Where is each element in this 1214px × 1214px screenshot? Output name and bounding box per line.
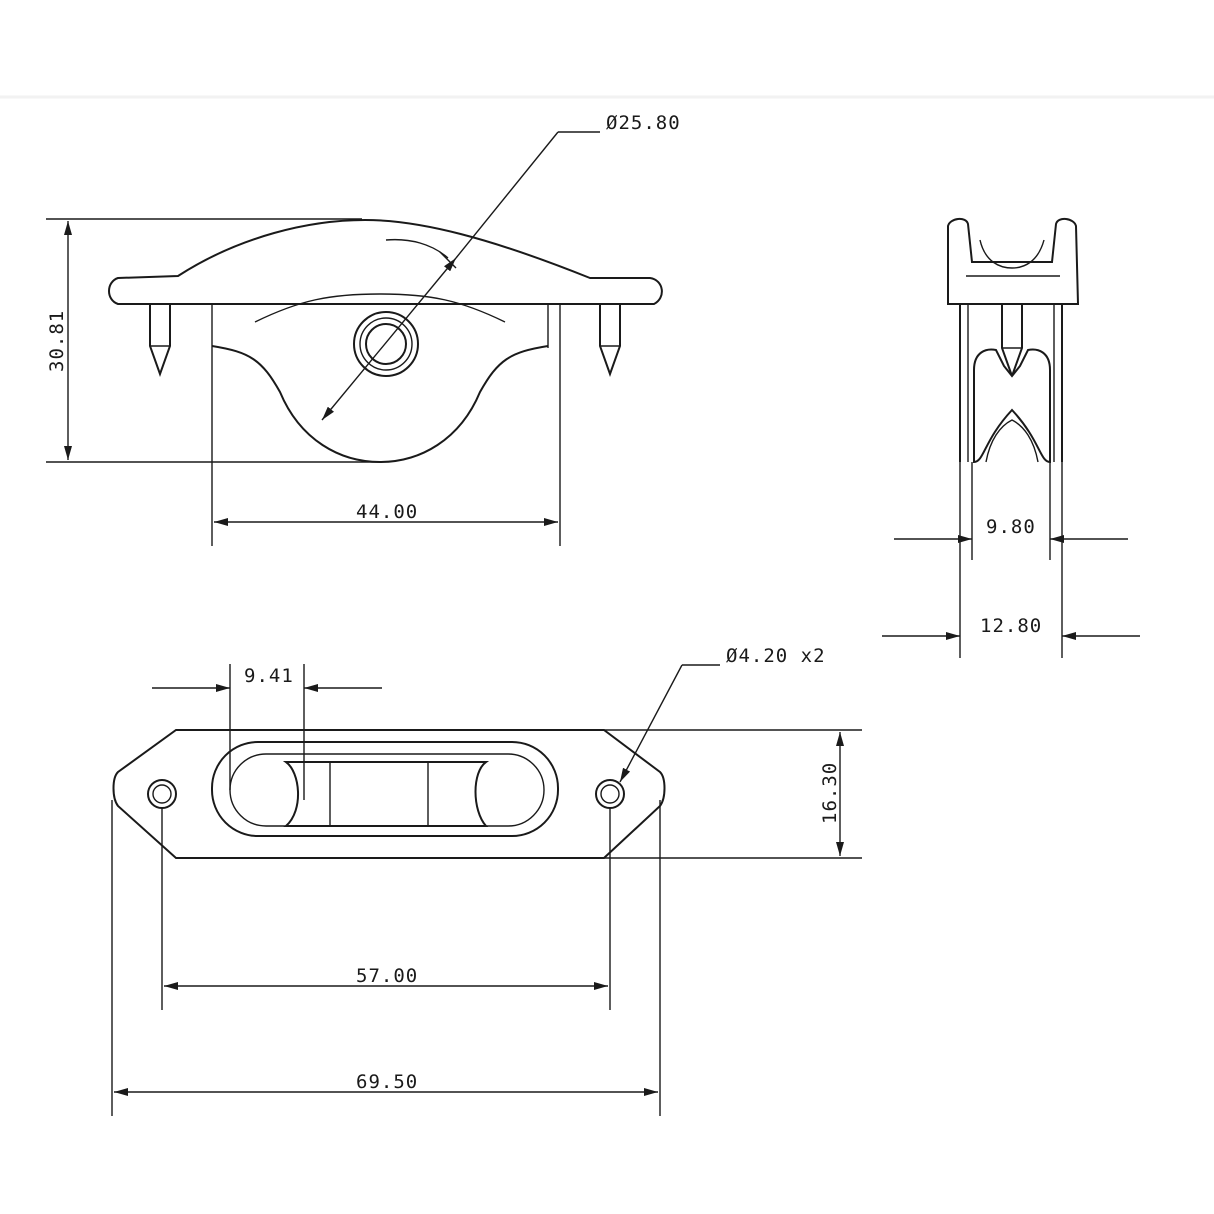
dim-hole-spacing-label: 57.00	[356, 965, 418, 987]
dim-body-width-label: 12.80	[980, 615, 1042, 637]
dim-base-height-label: 16.30	[819, 762, 841, 824]
dim-overall-length-label: 69.50	[356, 1071, 418, 1093]
dim-body-width: 12.80	[882, 462, 1140, 658]
dim-pulley-diameter-label: Ø25.80	[606, 112, 681, 134]
dim-pulley-diameter: Ø25.80	[321, 112, 681, 421]
side-view	[947, 218, 1080, 464]
dim-sheave-width-label: 9.80	[986, 516, 1036, 538]
dim-base-height: 16.30	[604, 729, 862, 859]
dim-hole-spacing: 57.00	[161, 808, 611, 1010]
plan-view	[112, 729, 666, 859]
dim-slot-offset-label: 9.41	[244, 665, 294, 687]
dim-sheave-width: 9.80	[894, 462, 1128, 560]
dim-inner-width-label: 44.00	[356, 501, 418, 523]
front-view	[108, 218, 663, 464]
dim-inner-width: 44.00	[211, 340, 561, 546]
dim-height-label: 30.81	[46, 310, 68, 372]
dim-hole-diameter-label: Ø4.20 x2	[726, 645, 826, 667]
dim-slot-offset: 9.41	[152, 664, 382, 800]
dim-height: 30.81	[46, 218, 380, 463]
dim-overall-length: 69.50	[111, 800, 661, 1116]
dim-hole-diameter: Ø4.20 x2	[619, 645, 826, 783]
